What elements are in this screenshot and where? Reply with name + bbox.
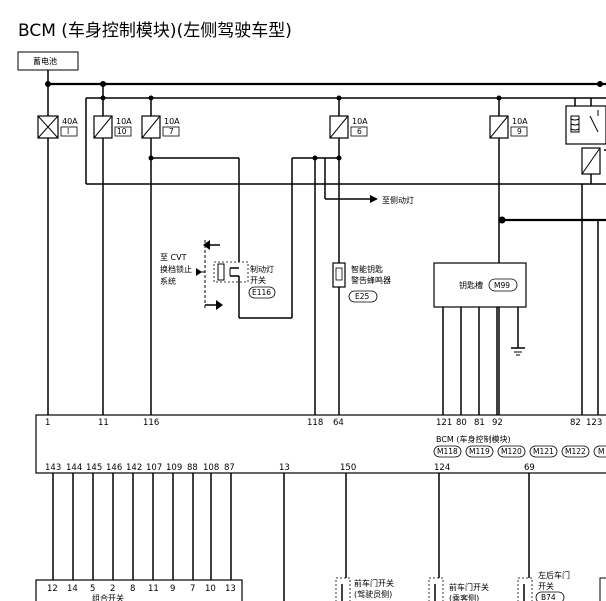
fuse-10a-9	[489, 115, 509, 139]
svg-text:145: 145	[86, 463, 102, 473]
door-switch-passenger-icon	[428, 577, 444, 601]
cvt-label-1: 至 CVT	[160, 253, 187, 262]
svg-text:146: 146	[106, 463, 122, 473]
svg-text:12: 12	[47, 584, 58, 594]
svg-text:10: 10	[205, 584, 216, 594]
ground-icon	[511, 347, 525, 356]
left-side-lamp-label: 至侧动灯	[382, 195, 414, 205]
svg-text:116: 116	[143, 418, 159, 428]
buzzer-icon	[332, 262, 346, 288]
svg-text:8: 8	[130, 584, 135, 594]
stop-lamp-switch-conn: E116	[252, 288, 271, 297]
fuse-3-no: 7	[169, 127, 174, 136]
svg-text:M121: M121	[533, 447, 554, 456]
svg-text:M: M	[598, 447, 604, 456]
door-switch-passenger-1: 前车门开关	[449, 582, 489, 592]
svg-text:64: 64	[333, 418, 344, 428]
svg-text:M118: M118	[437, 447, 458, 456]
cvt-label-2: 换档锁止	[160, 264, 192, 274]
combo-switch-pins: 12 14 5 2 8 11 9 7 10 13	[47, 584, 236, 594]
svg-text:107: 107	[146, 463, 162, 473]
fuse-10a-10	[93, 115, 113, 139]
svg-text:121: 121	[436, 418, 452, 428]
key-slot-label: 钥匙槽	[459, 280, 483, 290]
buzzer-label-2: 警告蜂鸣器	[351, 275, 391, 285]
cvt-label-3: 系统	[160, 276, 176, 286]
fuse-3-amp: 10A	[164, 117, 180, 126]
svg-text:108: 108	[203, 463, 219, 473]
bcm-top-pins: 1 11 116 118 64 121 80 81 92 82 123	[45, 418, 602, 428]
svg-text:81: 81	[474, 418, 485, 428]
combo-switch-label: 组合开关	[92, 593, 124, 601]
svg-text:11: 11	[98, 418, 109, 428]
door-switch-rear-left-2: 开关	[538, 581, 554, 591]
door-switch-rear-left-conn: B74	[541, 593, 556, 601]
svg-text:80: 80	[456, 418, 467, 428]
fuse-1-no: I	[67, 127, 69, 136]
bottom-wires	[52, 473, 530, 601]
svg-text:7: 7	[190, 584, 195, 594]
svg-text:M119: M119	[469, 447, 490, 456]
arrow-right-icon	[370, 195, 378, 203]
svg-text:14: 14	[67, 584, 78, 594]
fuse-40a	[37, 115, 59, 139]
svg-text:88: 88	[187, 463, 198, 473]
svg-text:124: 124	[434, 463, 450, 473]
svg-text:2: 2	[110, 584, 115, 594]
svg-text:5: 5	[90, 584, 95, 594]
fuse-10a-6	[329, 115, 349, 139]
door-switch-driver-icon	[335, 577, 351, 601]
svg-text:87: 87	[224, 463, 235, 473]
svg-text:13: 13	[279, 463, 290, 473]
battery-label: 蓄电池	[33, 56, 57, 66]
fuse-4-no: 6	[357, 127, 362, 136]
fuse-2-no: 10	[117, 127, 127, 136]
svg-text:82: 82	[570, 418, 581, 428]
svg-text:109: 109	[166, 463, 182, 473]
svg-text:1: 1	[45, 418, 50, 428]
relay-coil-icon	[570, 115, 580, 133]
fuse-1-amp: 40A	[62, 117, 78, 126]
svg-text:144: 144	[66, 463, 82, 473]
svg-text:143: 143	[45, 463, 61, 473]
bcm-connectors: M118 M119 M120 M121 M122 M	[433, 445, 606, 458]
cvt-arrows	[196, 240, 223, 310]
fuse-5-amp: 10A	[512, 117, 528, 126]
door-switch-rear-left-1: 左后车门	[538, 570, 570, 580]
key-slot-conn: M99	[494, 281, 510, 290]
svg-text:123: 123	[586, 418, 602, 428]
fuse-5-no: 9	[517, 127, 522, 136]
combo-switch-box	[35, 579, 243, 601]
svg-text:11: 11	[148, 584, 159, 594]
fuse-4-amp: 10A	[352, 117, 368, 126]
stop-lamp-switch-icon	[213, 261, 292, 319]
fuse-10a-7	[141, 115, 161, 139]
door-switch-driver-2: (驾驶员侧)	[354, 589, 392, 599]
svg-text:142: 142	[126, 463, 142, 473]
door-switch-passenger-2: (乘客侧)	[449, 593, 479, 601]
bcm-box	[35, 414, 606, 474]
svg-text:13: 13	[225, 584, 236, 594]
door-switch-rear-left-icon	[517, 577, 533, 601]
svg-text:9: 9	[170, 584, 175, 594]
svg-text:150: 150	[340, 463, 356, 473]
svg-text:M122: M122	[565, 447, 586, 456]
bcm-label: BCM (车身控制模块)	[436, 434, 511, 444]
svg-text:69: 69	[524, 463, 535, 473]
door-switch-driver-1: 前车门开关	[354, 578, 394, 588]
stop-lamp-switch-label-2: 开关	[250, 275, 266, 285]
stop-lamp-switch-label-1: 制动灯	[250, 264, 274, 274]
svg-text:118: 118	[307, 418, 323, 428]
bcm-bottom-pins: 143 144 145 146 142 107 109 88 108 87 13…	[45, 463, 535, 473]
svg-text:M120: M120	[501, 447, 522, 456]
buzzer-label-1: 智能钥匙	[351, 264, 383, 274]
svg-text:92: 92	[492, 418, 503, 428]
buzzer-conn: E25	[355, 292, 370, 301]
page-title: BCM (车身控制模块)(左侧驾驶车型)	[18, 21, 292, 41]
fuse-2-amp: 10A	[116, 117, 132, 126]
